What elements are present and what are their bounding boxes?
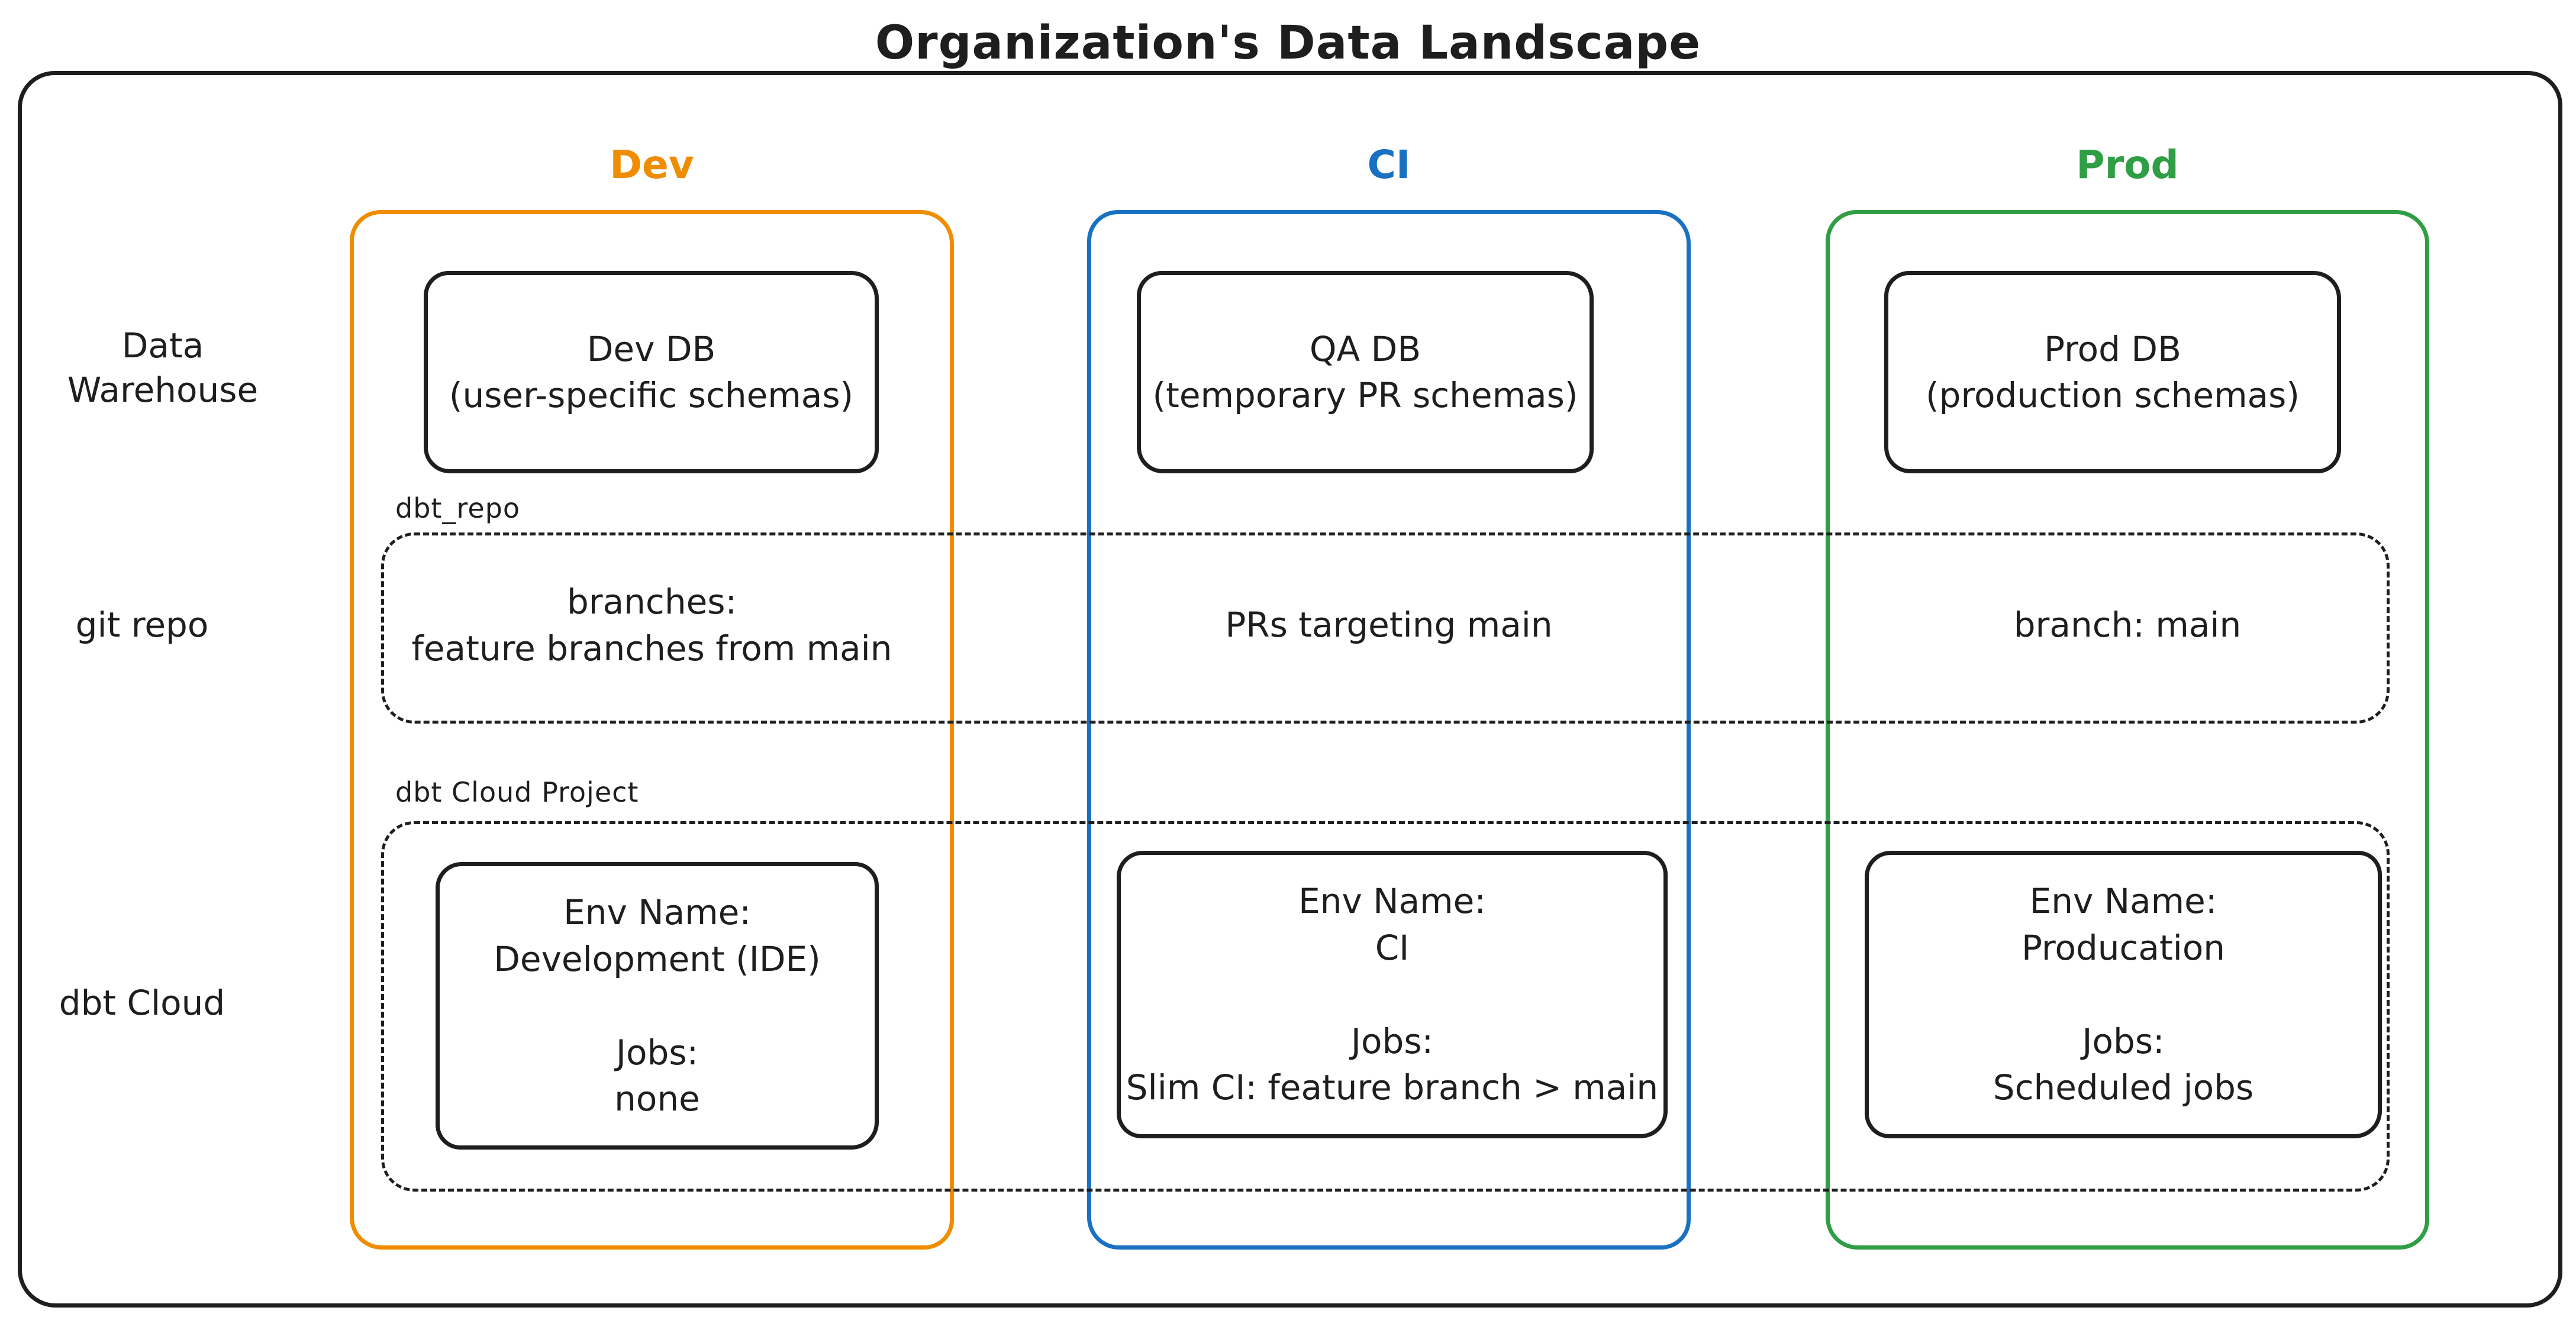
git-text-prod: branch: main [1826, 532, 2429, 718]
env-box-dev-env-label: Env Name: [563, 892, 751, 933]
git-text-dev: branches: feature branches from main [350, 532, 954, 718]
env-box-prod-jobs-label: Jobs: [2082, 1021, 2165, 1061]
db-box-qa-detail: (temporary PR schemas) [1152, 375, 1578, 415]
row-label-git-repo-text: git repo [75, 604, 209, 645]
dashed-box-label-dbt-repo: dbt_repo [395, 492, 520, 524]
env-box-dev-env-value: Development (IDE) [494, 938, 821, 979]
outer-container [18, 71, 2562, 1308]
env-box-dev-jobs-value: none [614, 1079, 700, 1119]
env-box-prod: Env Name: Producation Jobs: Scheduled jo… [1865, 851, 2382, 1138]
row-label-data-warehouse-line2: Warehouse [67, 370, 259, 410]
column-container-dev [350, 210, 954, 1250]
git-text-prod-line1: branch: main [2013, 605, 2242, 645]
column-label-dev: Dev [610, 141, 694, 188]
db-box-dev-name: Dev DB [586, 328, 716, 369]
row-label-dbt-cloud-text: dbt Cloud [59, 983, 225, 1024]
env-box-dev: Env Name: Development (IDE) Jobs: none [436, 862, 879, 1150]
env-box-prod-env-value: Producation [2021, 927, 2226, 968]
db-box-prod-detail: (production schemas) [1926, 375, 2300, 415]
git-text-dev-line1: branches: [566, 582, 737, 622]
dashed-box-dbt-cloud-project [381, 821, 2390, 1192]
dashed-box-label-dbt-cloud-project: dbt Cloud Project [395, 776, 639, 808]
row-label-data-warehouse-line1: Data [121, 325, 204, 366]
column-label-ci: CI [1367, 141, 1411, 188]
dashed-box-dbt-repo [381, 532, 2390, 724]
column-container-ci [1087, 210, 1691, 1250]
page-title: Organization's Data Landscape [875, 17, 1701, 70]
env-box-ci: Env Name: CI Jobs: Slim CI: feature bran… [1117, 851, 1668, 1138]
row-label-git-repo: git repo [24, 532, 260, 718]
git-text-ci: PRs targeting main [1087, 532, 1691, 718]
db-box-dev: Dev DB (user-specific schemas) [424, 271, 879, 473]
column-container-prod [1826, 210, 2429, 1250]
env-box-ci-env-value: CI [1375, 927, 1410, 968]
git-text-dev-line2: feature branches from main [411, 628, 892, 669]
env-box-ci-env-label: Env Name: [1298, 881, 1486, 922]
db-box-dev-detail: (user-specific schemas) [449, 375, 854, 415]
db-box-qa-name: QA DB [1309, 328, 1421, 369]
git-text-ci-line1: PRs targeting main [1225, 605, 1553, 645]
env-box-dev-jobs-label: Jobs: [615, 1032, 699, 1073]
db-box-prod: Prod DB (production schemas) [1884, 271, 2341, 473]
db-box-prod-name: Prod DB [2044, 328, 2181, 369]
env-box-ci-jobs-value: Slim CI: feature branch > main [1126, 1067, 1659, 1108]
row-label-data-warehouse: Data Warehouse [44, 271, 281, 465]
env-box-ci-jobs-label: Jobs: [1350, 1021, 1434, 1061]
db-box-qa: QA DB (temporary PR schemas) [1137, 271, 1594, 473]
row-label-dbt-cloud: dbt Cloud [24, 821, 260, 1186]
env-box-prod-jobs-value: Scheduled jobs [1993, 1067, 2254, 1108]
column-label-prod: Prod [2076, 141, 2179, 188]
env-box-prod-env-label: Env Name: [2029, 881, 2217, 922]
